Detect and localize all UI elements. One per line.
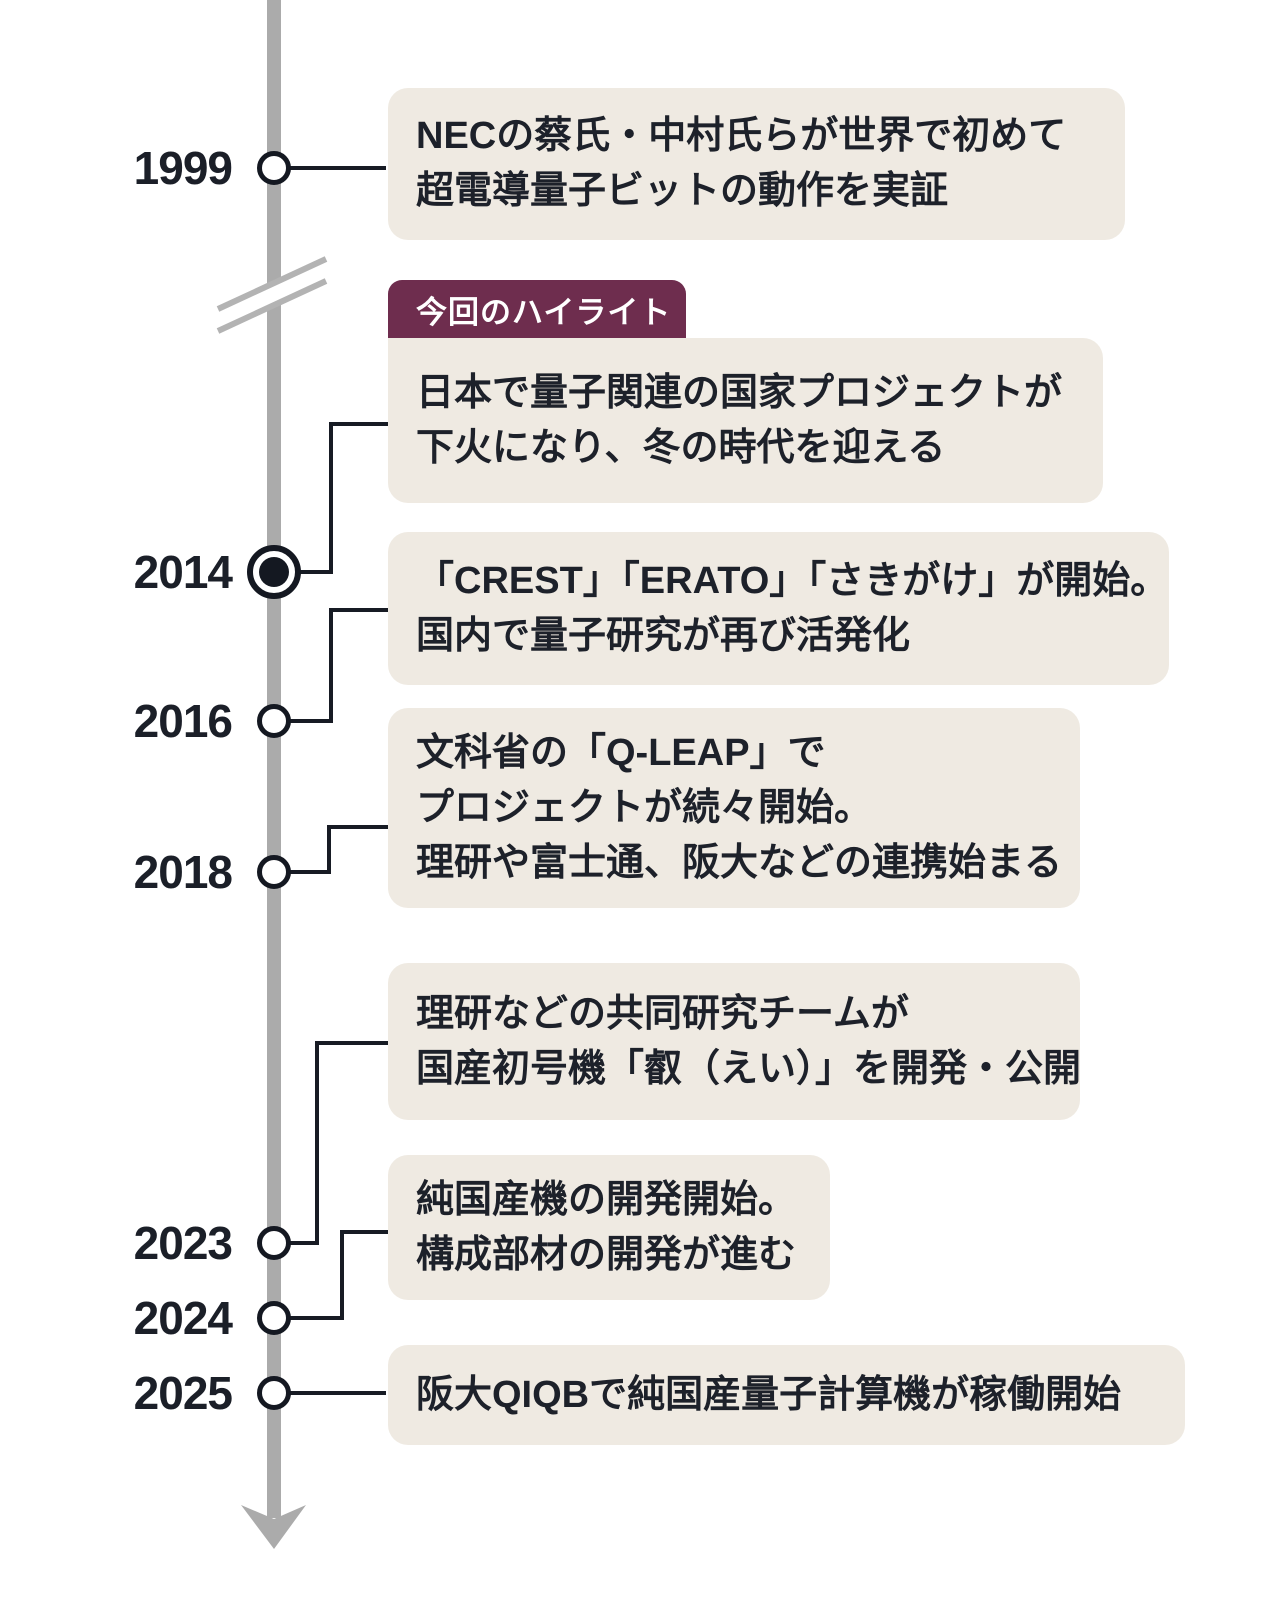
event-text-line: 構成部材の開発が進む: [416, 1233, 797, 1276]
year-label-2014: 2014: [133, 546, 233, 598]
event-text-line: 下火になり、冬の時代を迎える: [416, 426, 946, 469]
event-box-2014: 日本で量子関連の国家プロジェクトが 下火になり、冬の時代を迎える: [388, 338, 1103, 503]
event-box-2024: 純国産機の開発開始。 構成部材の開発が進む: [388, 1155, 830, 1300]
connector-2018: [274, 825, 388, 874]
event-text-line: 国産初号機「叡（えい）」を開発・公開: [416, 1047, 1082, 1090]
event-marker-2025: [257, 1376, 291, 1410]
connector-2023: [274, 1041, 388, 1245]
year-label-2025: 2025: [133, 1367, 233, 1419]
event-text-line: 超電導量子ビットの動作を実証: [416, 170, 949, 212]
event-text-line: 文科省の「Q-LEAP」で: [416, 731, 826, 774]
connector-2024: [274, 1230, 388, 1320]
year-label-1999: 1999: [133, 142, 233, 194]
year-label-2016: 2016: [133, 695, 233, 747]
event-text-line: プロジェクトが続々開始。: [416, 786, 873, 829]
event-box-2023: 理研などの共同研究チームが 国産初号機「叡（えい）」を開発・公開: [388, 963, 1082, 1120]
event-box-2016: 「CREST」「ERATO」「さきがけ」が開始。 国内で量子研究が再び活発化: [388, 532, 1169, 685]
timeline-break-icon: [216, 256, 328, 334]
event-box-2018: 文科省の「Q-LEAP」で プロジェクトが続々開始。 理研や富士通、阪大などの連…: [388, 708, 1080, 908]
event-text-line: 純国産機の開発開始。: [416, 1178, 797, 1221]
arrow-down-icon: [241, 1505, 306, 1549]
event-text-line: 阪大QIQBで純国産量子計算機が稼働開始: [416, 1373, 1122, 1416]
event-marker-2014-highlight: [247, 545, 301, 599]
year-label-2024: 2024: [133, 1292, 233, 1344]
event-text-line: 理研などの共同研究チームが: [416, 992, 909, 1035]
event-text-line: 国内で量子研究が再び活発化: [416, 614, 911, 657]
event-text-line: 「CREST」「ERATO」「さきがけ」が開始。: [416, 559, 1169, 602]
event-text-line: 日本で量子関連の国家プロジェクトが: [416, 371, 1063, 414]
year-label-2023: 2023: [133, 1217, 233, 1269]
year-label-2018: 2018: [133, 846, 233, 898]
event-marker-1999: [257, 151, 291, 185]
connector-2014: [274, 422, 388, 574]
highlight-tab: 今回のハイライト: [388, 280, 686, 338]
event-text-line: 理研や富士通、阪大などの連携始まる: [416, 841, 1063, 884]
event-marker-2016: [257, 704, 291, 738]
event-text-line: NECの蔡氏・中村氏らが世界で初めて: [416, 115, 1067, 157]
event-marker-2023: [257, 1226, 291, 1260]
event-marker-2018: [257, 855, 291, 889]
event-marker-2014-core: [259, 557, 289, 587]
event-box-2025: 阪大QIQBで純国産量子計算機が稼働開始: [388, 1345, 1185, 1445]
connector-2016: [274, 608, 388, 723]
event-marker-2024: [257, 1301, 291, 1335]
event-box-1999: NECの蔡氏・中村氏らが世界で初めて 超電導量子ビットの動作を実証: [388, 88, 1125, 240]
highlight-tab-label: 今回のハイライト: [416, 294, 672, 330]
